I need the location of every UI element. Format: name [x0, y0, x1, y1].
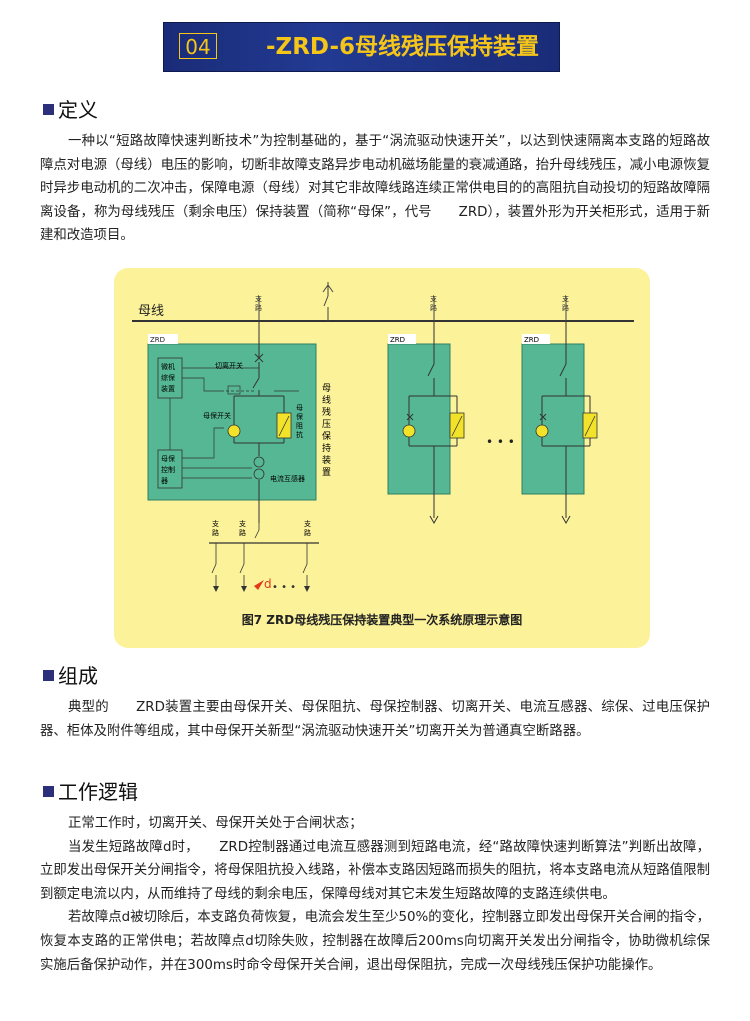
- controller-label-3: 器: [161, 477, 168, 485]
- relay-label-1: 微机: [161, 362, 175, 371]
- header-banner: 04 -ZRD-6母线残压保持装置: [163, 22, 560, 72]
- fault-arrow-icon: [254, 580, 264, 590]
- branch-label-6b: 路: [304, 528, 311, 537]
- logic-p3: 若故障点d被切除后，本支路负荷恢复，电流会发生至少50%的变化，控制器立即发出母…: [40, 910, 710, 973]
- page-title: -ZRD-6母线残压保持装置: [266, 34, 540, 60]
- branch-label-5b: 路: [239, 528, 246, 537]
- logic-p1: 正常工作时，切离开关、母保开关处于合闸状态；: [68, 816, 363, 831]
- branch-label-2a: 支: [430, 294, 437, 303]
- device-label-4: 压: [322, 419, 331, 430]
- controller-box: [157, 449, 183, 489]
- busbar-label: 母线: [138, 304, 164, 319]
- branch-label-4a: 支: [212, 519, 219, 528]
- ct-symbol-2: [253, 468, 265, 480]
- branch-label-2b: 路: [430, 303, 437, 312]
- relay-label-2: 综保: [161, 373, 175, 382]
- ct-label: 电流互感器: [270, 474, 305, 483]
- ct-symbol-1: [253, 456, 265, 468]
- device-label-6: 持: [322, 442, 331, 454]
- device-label-7: 装: [322, 454, 331, 466]
- heading-definition: 定义: [43, 98, 98, 122]
- logic-paragraphs: 正常工作时，切离开关、母保开关处于合闸状态； 当发生短路故障d时， ZRD控制器…: [40, 812, 710, 977]
- panel-ellipsis: • • •: [486, 435, 515, 449]
- impedance-label-1: 母: [296, 404, 303, 412]
- fault-label: d: [264, 577, 272, 591]
- controller-label-1: 母保: [161, 454, 175, 463]
- branch-label-1a: 支: [255, 294, 262, 303]
- branch-label-6a: 支: [304, 519, 311, 528]
- impedance-label-2: 保: [296, 412, 303, 421]
- zrd-panel-2: [387, 343, 451, 495]
- zrd-label-2: ZRD: [390, 336, 405, 344]
- diagram-figure: 母线 支 路 支 路 支 路 ZRD 微机 综保 装置 母保 控制 器: [114, 268, 650, 648]
- definition-paragraph: 一种以“短路故障快速判断技术”为控制基础的，基于“涡流驱动快速开关”，以达到快速…: [40, 134, 710, 244]
- zrd-label-main: ZRD: [150, 336, 165, 344]
- logic-p2: 当发生短路故障d时， ZRD控制器通过电流互感器测到短路电流，经“路故障快速判断…: [40, 839, 710, 902]
- small-dots: • • •: [272, 582, 296, 593]
- branch-label-4b: 路: [212, 528, 219, 537]
- device-label-8: 置: [322, 467, 331, 478]
- branch-label-1b: 路: [255, 303, 262, 312]
- heading-logic: 工作逻辑: [43, 780, 138, 804]
- branch-label-5a: 支: [239, 519, 246, 528]
- device-label-5: 保: [322, 430, 331, 442]
- relay-label-3: 装置: [161, 384, 175, 393]
- composition-paragraph: 典型的 ZRD装置主要由母保开关、母保阻抗、母保控制器、切离开关、电流互感器、综…: [40, 700, 710, 739]
- device-label-3: 残: [322, 406, 331, 418]
- impedance-label-3: 阻: [296, 421, 303, 430]
- isolator-label: 切离开关: [215, 361, 243, 370]
- branch-label-3b: 路: [562, 303, 569, 312]
- heading-composition: 组成: [43, 664, 98, 688]
- mb-switch-symbol: [227, 424, 241, 438]
- section-number: 04: [179, 33, 217, 59]
- square-bullet-icon: [43, 670, 54, 681]
- relay-box: [157, 357, 183, 399]
- device-label-2: 线: [322, 394, 331, 406]
- device-label-1: 母: [322, 383, 331, 394]
- square-bullet-icon: [43, 786, 54, 797]
- branch-label-3a: 支: [562, 294, 569, 303]
- zrd-panel-3: [521, 343, 585, 495]
- zrd-label-3: ZRD: [524, 336, 539, 344]
- square-bullet-icon: [43, 104, 54, 115]
- mb-switch-label: 母保开关: [203, 411, 231, 420]
- impedance-label-4: 抗: [296, 430, 303, 439]
- controller-label-2: 控制: [161, 465, 175, 474]
- figure-caption: 图7 ZRD母线残压保持装置典型一次系统原理示意图: [242, 612, 522, 627]
